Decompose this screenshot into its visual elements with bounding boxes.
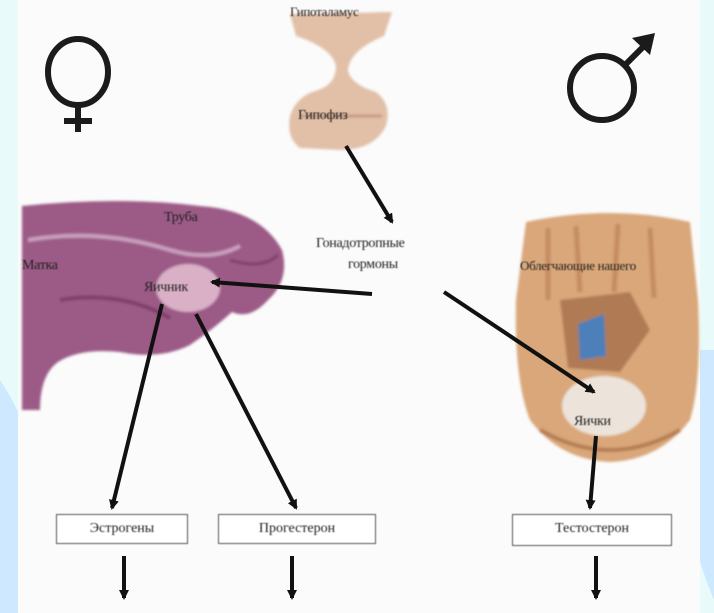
- female-symbol-icon: [48, 39, 108, 132]
- label-gonadotropic-line1: Гонадотропные: [316, 236, 405, 252]
- arrow-ovary-to-progesterone: [196, 314, 296, 508]
- hormone-box-estrogens: Эстрогены: [56, 514, 188, 544]
- pituitary-gland: [289, 12, 392, 150]
- label-appendage: Облегчающие нашего: [520, 258, 636, 274]
- hormone-box-progesterone: Прогестерон: [218, 514, 376, 544]
- hormone-box-testosterone: Тестостерон: [512, 514, 672, 546]
- label-gonadotropic-line2: гормоны: [348, 257, 398, 273]
- arrow-pituitary-to-hormones: [346, 146, 392, 222]
- male-symbol-icon: [570, 33, 655, 120]
- label-tube: Труба: [164, 210, 198, 226]
- label-pituitary: Гипофиз: [298, 108, 348, 124]
- label-hypothalamus: Гипоталамус: [290, 4, 358, 20]
- label-testis: Яички: [574, 414, 611, 430]
- label-uterus: Матка: [22, 258, 58, 274]
- uterus-ovary-organ: [22, 201, 284, 410]
- label-ovary: Яичник: [144, 280, 188, 296]
